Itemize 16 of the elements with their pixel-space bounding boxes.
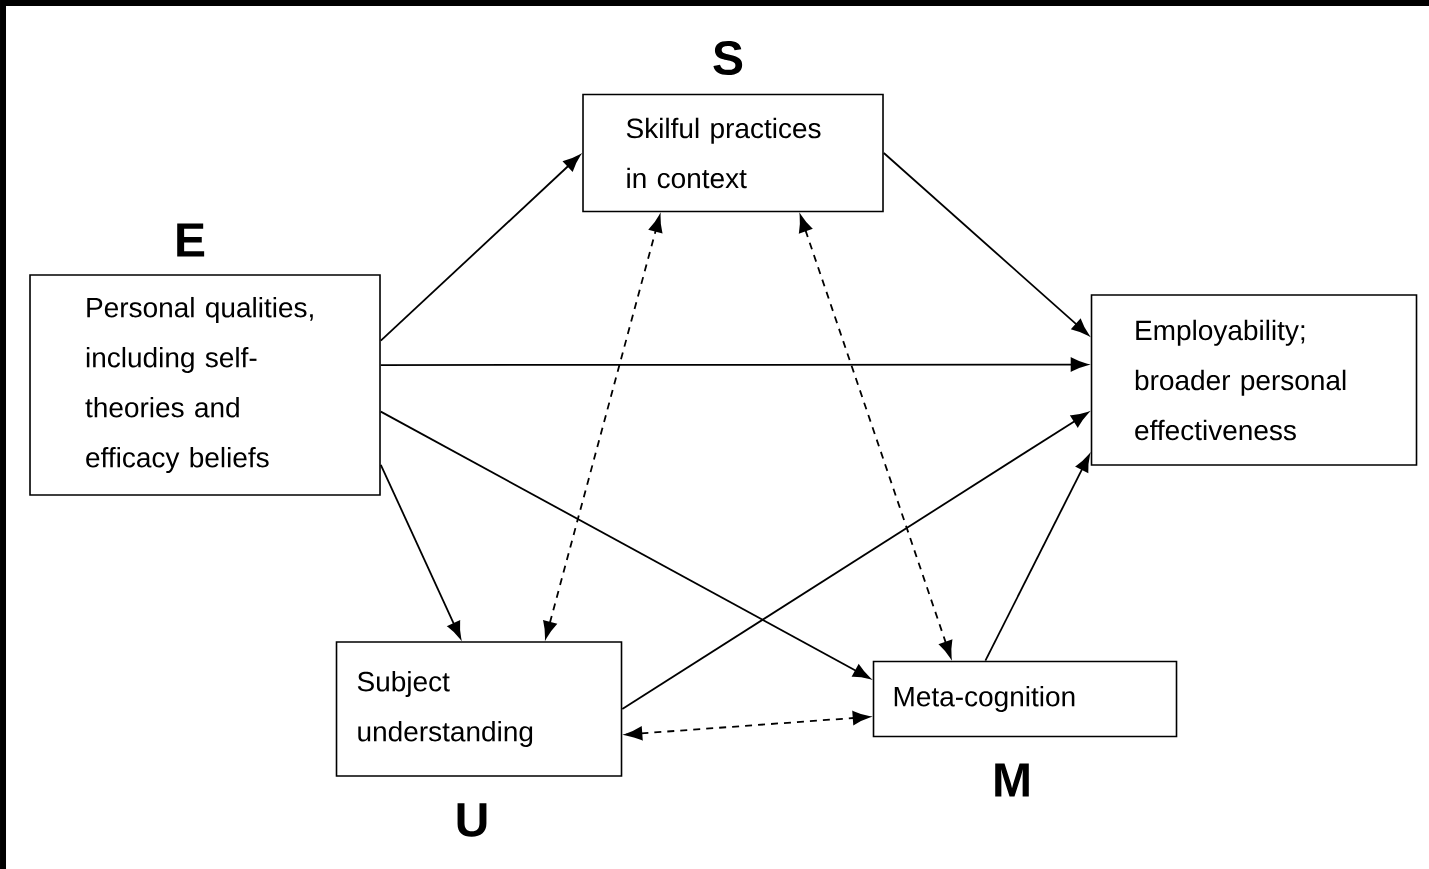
arrow <box>379 463 462 639</box>
arrow <box>621 412 1089 710</box>
letter-label: S <box>713 41 743 75</box>
letter-label: E <box>177 223 205 257</box>
letter-label: U <box>457 803 487 837</box>
concept-box: Skilful practices in context <box>582 93 884 213</box>
arrow <box>882 152 1089 336</box>
concept-box: Employability; broader personal effectiveness <box>1090 294 1418 466</box>
concept-box: Subject understanding <box>335 641 623 777</box>
concept-box: Meta-cognition <box>872 660 1178 738</box>
arrow <box>379 154 581 342</box>
letter-label: M <box>995 763 1029 797</box>
arrow <box>625 711 870 741</box>
concept-box: Personal qualities, including self-theories and efficacy beliefs <box>29 274 381 496</box>
arrow <box>984 454 1090 662</box>
arrow <box>799 214 953 659</box>
